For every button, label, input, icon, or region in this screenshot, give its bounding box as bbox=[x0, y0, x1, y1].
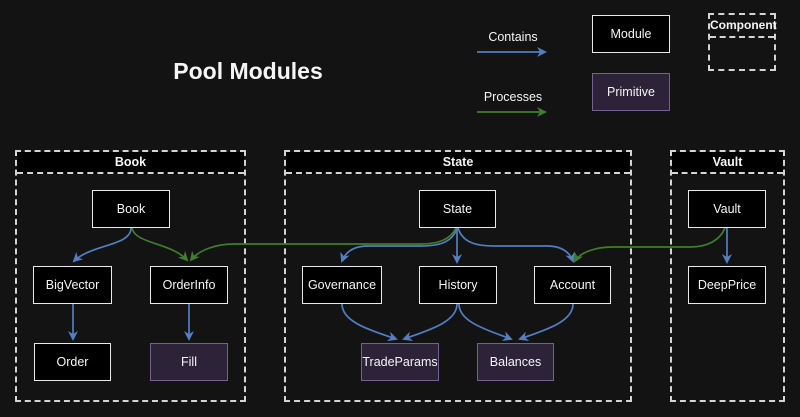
container-book: Book bbox=[15, 150, 246, 402]
legend-component-label: Component bbox=[710, 15, 777, 38]
page-title: Pool Modules bbox=[173, 58, 323, 84]
node-vault: Vault bbox=[688, 190, 766, 228]
container-vault-header: Vault bbox=[672, 152, 783, 174]
node-fill: Fill bbox=[150, 343, 228, 381]
container-vault: Vault bbox=[670, 150, 785, 402]
legend-contains-label: Contains bbox=[488, 30, 538, 44]
node-orderinfo: OrderInfo bbox=[150, 266, 228, 304]
node-history: History bbox=[419, 266, 497, 304]
node-account: Account bbox=[534, 266, 611, 304]
container-state: State bbox=[284, 150, 632, 402]
node-state: State bbox=[419, 190, 496, 228]
node-bigvector: BigVector bbox=[33, 266, 112, 304]
legend-module-box: Module bbox=[592, 15, 670, 53]
node-tradeparams: TradeParams bbox=[361, 343, 439, 381]
legend-component-box: Component bbox=[708, 13, 777, 71]
node-deepprice: DeepPrice bbox=[688, 266, 766, 304]
container-state-header: State bbox=[286, 152, 630, 174]
node-governance: Governance bbox=[302, 266, 382, 304]
node-book: Book bbox=[92, 190, 170, 228]
legend-processes-label: Processes bbox=[483, 90, 543, 104]
legend-primitive-box: Primitive bbox=[592, 73, 670, 111]
node-order: Order bbox=[34, 343, 111, 381]
node-balances: Balances bbox=[477, 343, 554, 381]
container-book-header: Book bbox=[17, 152, 244, 174]
legend-module-label: Module bbox=[610, 27, 652, 41]
legend-primitive-label: Primitive bbox=[607, 85, 655, 99]
